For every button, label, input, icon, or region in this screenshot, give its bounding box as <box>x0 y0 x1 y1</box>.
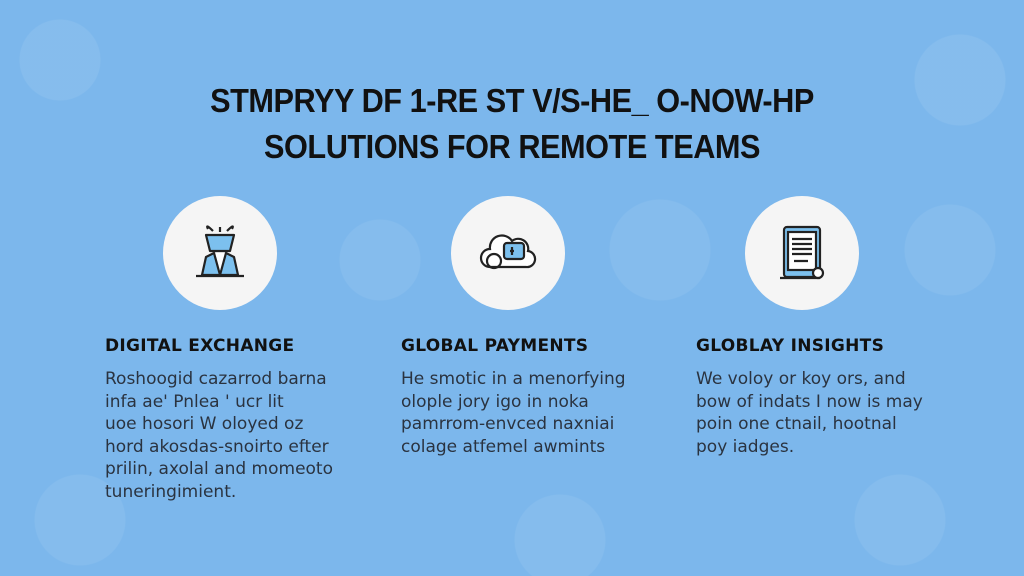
feature-heading: DIGITAL EXCHANGE <box>105 336 295 356</box>
feature-body: Roshoogid cazarrod barna infa ae' Pnlea … <box>105 369 333 502</box>
feature-heading: GLOBAL PAYMENTS <box>401 336 589 356</box>
cloud-payment-icon <box>479 234 537 270</box>
feature-digital-exchange: DIGITAL EXCHANGE Roshoogid cazarrod barn… <box>105 336 395 503</box>
title-line-2: SOLUTIONS FOR REMOTE TEAMS <box>263 128 761 165</box>
cloud-payment-icon-circle <box>451 196 565 310</box>
feature-body: He smotic in a menorfying olople jory ig… <box>401 369 626 457</box>
feature-global-insights: GLOBLAY INSIGHTS We voloy or koy ors, an… <box>696 336 986 458</box>
feature-heading: GLOBLAY INSIGHTS <box>696 336 885 356</box>
feature-body: We voloy or koy ors, and bow of indats I… <box>696 369 923 457</box>
person-icon-circle <box>163 196 277 310</box>
title-line-1: STMPRYY DF 1-RE ST V/S-HE_ O-NOW-HP <box>210 82 814 119</box>
feature-global-payments: GLOBAL PAYMENTS He smotic in a menorfyin… <box>401 336 691 458</box>
tablet-document-icon-circle <box>745 196 859 310</box>
tablet-document-icon <box>780 225 825 280</box>
person-icon <box>196 225 244 278</box>
